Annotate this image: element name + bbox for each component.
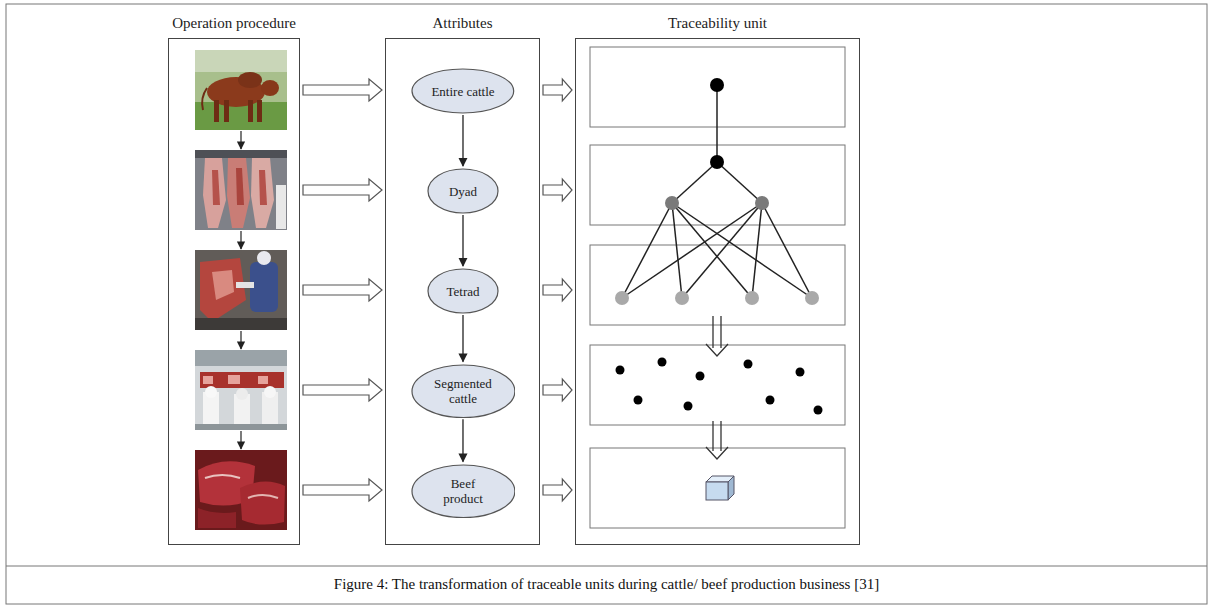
attribute-ellipse: Dyad	[427, 168, 499, 214]
double-arrow	[706, 316, 728, 459]
cutting-photo	[195, 250, 287, 330]
carcass-photo	[195, 150, 287, 230]
flow-arrow	[462, 215, 463, 266]
attribute-label: Tetrad	[446, 284, 479, 299]
trace-dots	[615, 78, 819, 305]
step-arrow	[240, 131, 241, 149]
block-arrow	[303, 279, 382, 301]
column-heading: Traceability unit	[668, 15, 767, 32]
attribute-ellipse: Beef product	[411, 464, 516, 519]
bull-photo	[195, 50, 287, 130]
step-arrow	[240, 431, 241, 449]
block-arrow	[543, 279, 572, 301]
figure-frame	[6, 4, 1207, 604]
block-arrow	[303, 379, 382, 401]
trace-tree-lines	[622, 85, 812, 298]
attribute-label: Entire cattle	[431, 84, 494, 99]
processing-photo	[195, 350, 287, 430]
block-arrow	[543, 379, 572, 401]
column-heading: Attributes	[433, 15, 493, 32]
column-heading: Operation procedure	[172, 15, 296, 32]
flow-arrow	[462, 419, 463, 461]
block-arrow	[303, 479, 382, 501]
column-panel: AttributesEntire cattleDyadTetradSegment…	[385, 38, 540, 545]
column-panel: Traceability unit	[575, 38, 860, 545]
attribute-ellipse: Segmented cattle	[411, 364, 516, 419]
caption-divider	[6, 566, 1207, 567]
step-arrow	[240, 231, 241, 249]
block-arrow	[543, 179, 572, 201]
beef-photo	[195, 450, 287, 530]
attribute-ellipse: Tetrad	[427, 268, 499, 314]
attribute-label: Dyad	[449, 184, 477, 199]
product-cube	[706, 476, 734, 500]
block-arrow	[543, 479, 572, 501]
block-arrow	[303, 79, 382, 101]
segment-dots	[616, 358, 823, 415]
block-arrow	[543, 79, 572, 101]
attribute-label: Beef product	[431, 476, 495, 506]
trace-unit-boxes	[590, 47, 845, 528]
attribute-ellipse: Entire cattle	[411, 68, 515, 114]
column-panel: Operation procedure	[168, 38, 300, 545]
step-arrow	[240, 331, 241, 349]
attribute-label: Segmented cattle	[431, 376, 495, 406]
block-arrow	[303, 179, 382, 201]
figure-caption: Figure 4: The transformation of traceabl…	[0, 576, 1213, 593]
flow-arrow	[462, 315, 463, 362]
flow-arrow	[462, 115, 463, 166]
